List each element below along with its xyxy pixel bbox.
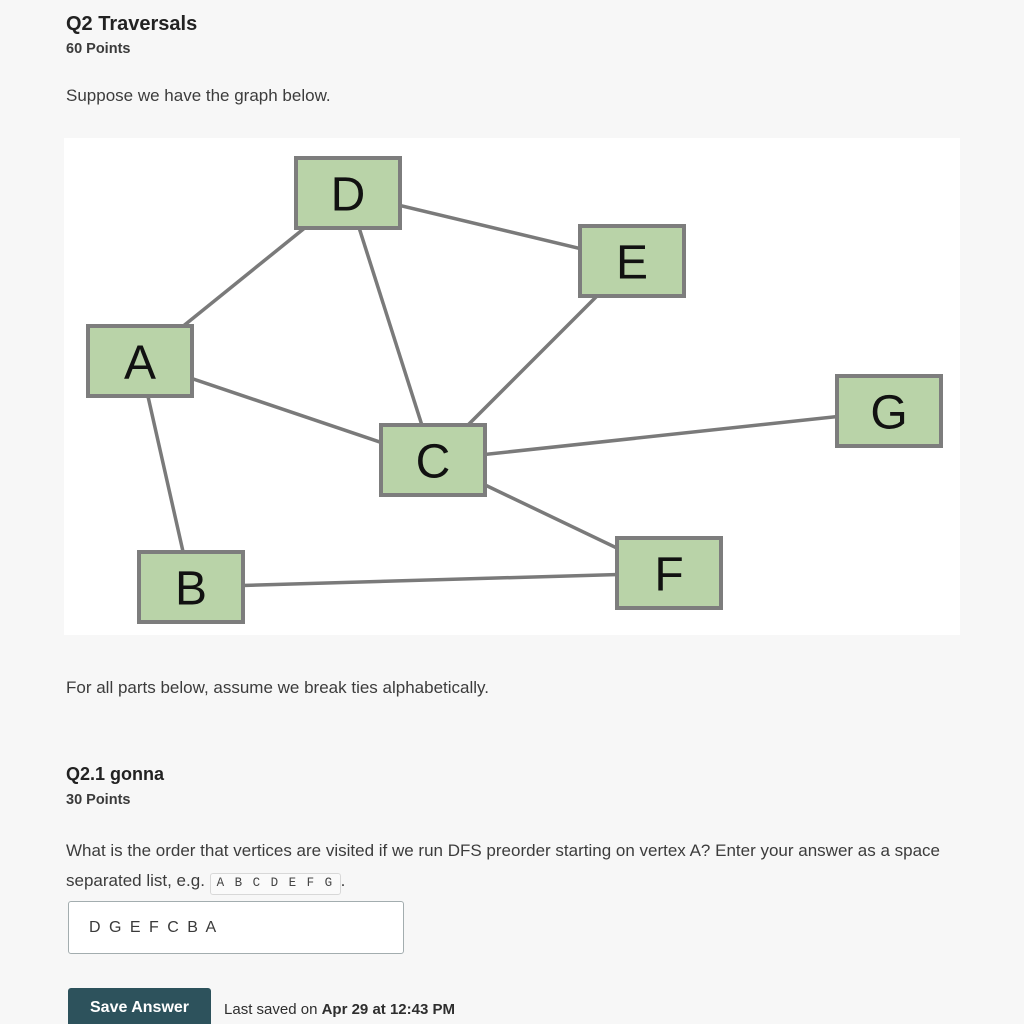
subquestion-points: 30 Points (66, 792, 131, 808)
footer-row: Save Answer Last saved on Apr 29 at 12:4… (68, 988, 455, 1024)
subquestion-title: Q2.1 gonna (66, 764, 165, 784)
graph-node-B: B (137, 550, 245, 624)
example-answer-chip: A B C D E F G (209, 873, 341, 895)
graph-node-label-E: E (616, 237, 648, 290)
question-prompt-text: What is the order that vertices are visi… (66, 841, 941, 890)
graph-node-A: A (86, 324, 194, 398)
graph-node-label-D: D (331, 169, 366, 222)
graph-svg: A B C D E F G (86, 156, 943, 624)
answer-input[interactable] (68, 901, 404, 954)
question-points: 60 Points (66, 41, 131, 57)
graph-node-label-G: G (870, 387, 907, 440)
graph-edge-B-F (190, 571, 670, 589)
question-prompt: What is the order that vertices are visi… (66, 836, 942, 896)
last-saved-prefix: Last saved on (224, 1001, 322, 1018)
last-saved-status: Last saved on Apr 29 at 12:43 PM (224, 1001, 455, 1018)
graph-edge-A-B (138, 360, 193, 588)
graph-node-label-F: F (654, 549, 683, 602)
graph-figure: A B C D E F G (64, 138, 960, 635)
graph-node-D: D (294, 156, 402, 230)
tiebreak-note: For all parts below, assume we break tie… (66, 678, 489, 697)
question-prompt-suffix: . (340, 871, 346, 890)
graph-node-C: C (379, 423, 487, 497)
graph-node-label-A: A (124, 337, 156, 390)
save-answer-button[interactable]: Save Answer (68, 988, 212, 1024)
graph-node-E: E (578, 224, 686, 298)
graph-node-label-C: C (416, 436, 451, 489)
graph-node-label-B: B (175, 563, 207, 616)
graph-node-G: G (835, 374, 943, 448)
graph-edge-C-G (432, 409, 890, 462)
intro-text: Suppose we have the graph below. (66, 86, 331, 105)
graph-edge-D-C (346, 192, 435, 461)
graph-node-F: F (615, 536, 723, 610)
last-saved-time: Apr 29 at 12:43 PM (321, 1001, 455, 1018)
question-title: Q2 Traversals (66, 13, 198, 35)
